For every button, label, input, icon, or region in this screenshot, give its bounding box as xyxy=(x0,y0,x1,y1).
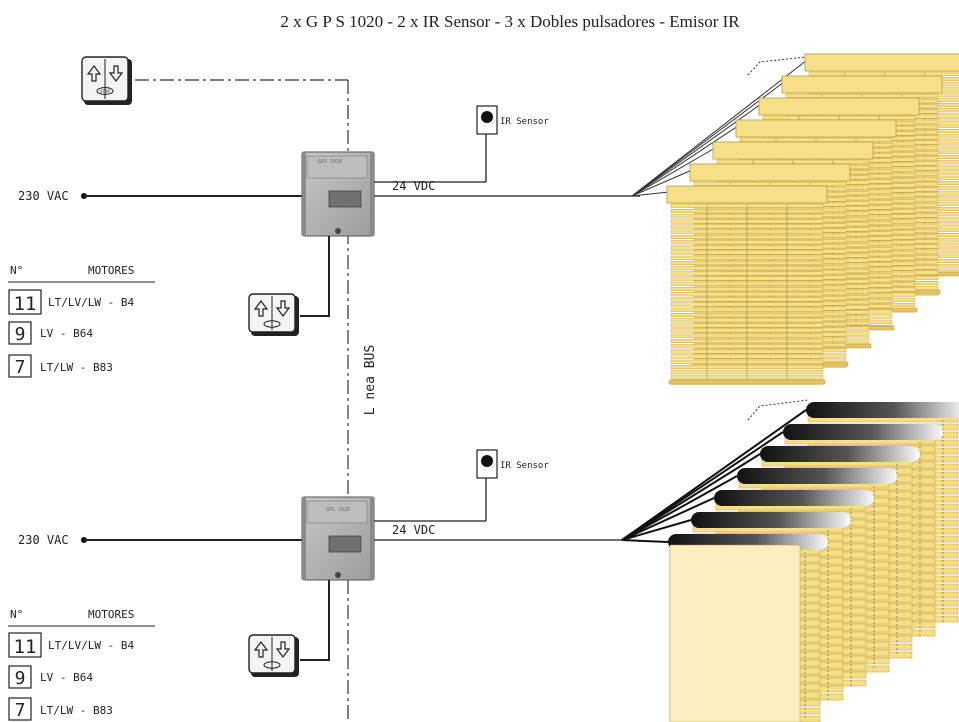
sensor-label: IR Sensor xyxy=(500,461,549,471)
table-row-count: 11 xyxy=(14,293,37,315)
headrail xyxy=(712,141,874,160)
headrail xyxy=(735,119,897,138)
controller-display xyxy=(328,190,362,208)
arrow-down-icon xyxy=(275,300,291,317)
controller-label: GPS 1020 xyxy=(318,159,342,165)
gps-controller: GPS 1020 xyxy=(301,151,375,237)
venetian-blinds xyxy=(631,53,959,385)
headrail xyxy=(666,185,828,204)
arrow-up-icon xyxy=(253,641,269,658)
table-row-model: LT/LV/LW - B4 xyxy=(48,639,134,652)
table-row-model: LV - B64 xyxy=(40,671,93,684)
section-1: 230 VAC GPS 1020 24 VDC IR Sensor xyxy=(8,53,959,385)
table-row-model: LT/LW - B83 xyxy=(40,361,113,374)
table-row-count: 11 xyxy=(14,636,37,658)
table-row-count: 9 xyxy=(15,668,26,689)
table-row-count: 9 xyxy=(15,324,26,345)
ir-sensor xyxy=(476,105,498,135)
table-header-no: N° xyxy=(10,264,23,277)
gps-controller: GPS 1020 xyxy=(301,496,375,581)
headrail xyxy=(804,53,959,72)
arrow-down-icon xyxy=(108,65,124,82)
ir-sensor xyxy=(476,449,498,479)
pleated-roller-blinds xyxy=(621,399,959,722)
stop-label: STOP xyxy=(100,89,110,94)
blind-unit xyxy=(631,185,828,385)
table-row-count: 7 xyxy=(15,357,26,378)
headrail xyxy=(689,163,851,182)
table-header-motors: MOTORES xyxy=(88,608,134,621)
table-header-motors: MOTORES xyxy=(88,264,134,277)
wall-switch xyxy=(248,293,299,336)
arrow-up-icon xyxy=(86,65,102,82)
wall-switch-top: STOP xyxy=(81,56,132,105)
table-row-count: 7 xyxy=(15,700,26,721)
table-row-model: LT/LW - B83 xyxy=(40,704,113,717)
roller-tube xyxy=(783,424,943,440)
roller-tube xyxy=(691,512,851,528)
roller-tube xyxy=(737,468,897,484)
controller-label: GPS 1020 xyxy=(326,507,350,513)
arrow-down-icon xyxy=(275,641,291,658)
power-label: 230 VAC xyxy=(18,533,69,547)
section-2: 230 VAC GPS 1020 24 VDC IR Sensor xyxy=(8,399,959,722)
sensor-label: IR Sensor xyxy=(500,117,549,127)
headrail xyxy=(758,97,920,116)
roller-tube xyxy=(760,446,920,462)
arrow-up-icon xyxy=(253,300,269,317)
table-row-model: LT/LV/LW - B4 xyxy=(48,296,134,309)
headrail xyxy=(781,75,943,94)
table-header-no: N° xyxy=(10,608,23,621)
supply-label: 24 VDC xyxy=(392,179,435,193)
roller-tube xyxy=(806,402,959,418)
supply-label: 24 VDC xyxy=(392,523,435,537)
power-label: 230 VAC xyxy=(18,189,69,203)
roller-tube xyxy=(714,490,874,506)
motors-table: N° MOTORES 11 LT/LV/LW - B4 9 LV - B64 7… xyxy=(8,264,155,378)
diagram-title: 2 x G P S 1020 - 2 x IR Sensor - 3 x Dob… xyxy=(280,12,740,31)
motors-table: N° MOTORES 11 LT/LV/LW - B4 9 LV - B64 7… xyxy=(8,608,155,721)
table-row-model: LV - B64 xyxy=(40,327,93,340)
wall-switch xyxy=(248,634,299,677)
bus-label: L nea BUS xyxy=(363,345,378,415)
controller-display xyxy=(328,535,362,553)
